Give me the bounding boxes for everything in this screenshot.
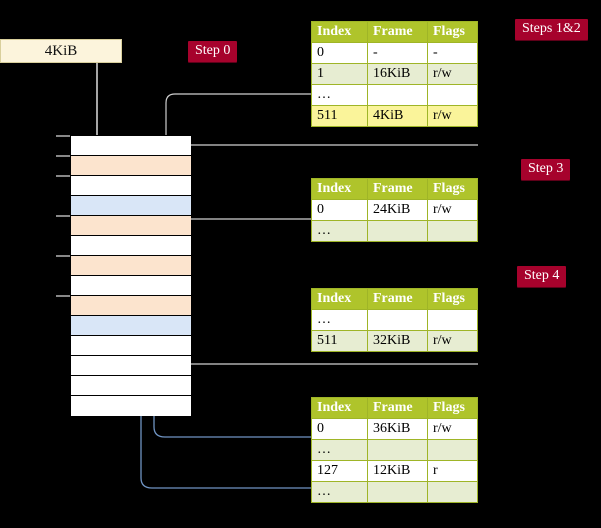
cell-index: … xyxy=(311,220,368,242)
table-row[interactable]: … xyxy=(311,84,478,106)
column-header: Index xyxy=(311,21,368,43)
memory-tick xyxy=(56,155,70,157)
cell-flags: r/w xyxy=(427,105,478,127)
cell-frame: 12KiB xyxy=(367,460,428,482)
memory-frame-row xyxy=(71,216,191,236)
cell-index: 0 xyxy=(311,418,368,440)
table-row[interactable]: … xyxy=(311,481,478,503)
cell-flags: r/w xyxy=(427,330,478,352)
badge-label: Steps 1&2 xyxy=(522,21,581,36)
source-frame-box: 4KiB xyxy=(0,39,122,63)
memory-frame-row xyxy=(71,356,191,376)
memory-frame-row xyxy=(71,136,191,156)
memory-frame-row xyxy=(71,396,191,416)
badge-step-4: Step 4 xyxy=(517,266,567,287)
column-header: Frame xyxy=(367,21,428,43)
cell-index: 127 xyxy=(311,460,368,482)
memory-frame-row xyxy=(71,376,191,396)
table-row[interactable]: … xyxy=(311,309,478,331)
table-row[interactable]: … xyxy=(311,439,478,461)
cell-index: 0 xyxy=(311,42,368,64)
column-header: Index xyxy=(311,178,368,200)
cell-index: … xyxy=(311,439,368,461)
memory-tick xyxy=(56,295,70,297)
table-row[interactable]: … xyxy=(311,220,478,242)
cell-index: … xyxy=(311,84,368,106)
badge-label: Step 4 xyxy=(524,268,560,283)
cell-frame xyxy=(367,439,428,461)
cell-flags: r/w xyxy=(427,199,478,221)
cell-flags xyxy=(427,220,478,242)
column-header: Index xyxy=(311,397,368,419)
badge-step-0: Step 0 xyxy=(188,41,238,62)
memory-frame-row xyxy=(71,336,191,356)
column-header: Flags xyxy=(427,397,478,419)
memory-tick xyxy=(56,215,70,217)
cell-frame xyxy=(367,481,428,503)
source-frame-label: 4KiB xyxy=(44,43,78,59)
cell-index: 511 xyxy=(311,105,368,127)
cell-flags: r xyxy=(427,460,478,482)
cell-flags: r/w xyxy=(427,63,478,85)
column-header: Flags xyxy=(427,21,478,43)
cell-frame: 16KiB xyxy=(367,63,428,85)
memory-frame-row xyxy=(71,256,191,276)
column-header: Flags xyxy=(427,288,478,310)
cell-index: … xyxy=(311,309,368,331)
cell-flags xyxy=(427,309,478,331)
memory-tick xyxy=(56,175,70,177)
column-header: Frame xyxy=(367,397,428,419)
badge-label: Step 0 xyxy=(195,43,231,58)
badge-step-3: Step 3 xyxy=(521,159,571,180)
cell-frame: 36KiB xyxy=(367,418,428,440)
cell-flags xyxy=(427,84,478,106)
cell-frame: 4KiB xyxy=(367,105,428,127)
cell-frame: 24KiB xyxy=(367,199,428,221)
cell-flags: r/w xyxy=(427,418,478,440)
column-header: Index xyxy=(311,288,368,310)
badge-label: Step 3 xyxy=(528,161,564,176)
memory-frame-row xyxy=(71,176,191,196)
cell-frame xyxy=(367,220,428,242)
memory-tick xyxy=(56,255,70,257)
memory-frame-row xyxy=(71,236,191,256)
memory-frame-row xyxy=(71,316,191,336)
cell-frame xyxy=(367,84,428,106)
connector-steps12-a xyxy=(165,144,478,157)
cell-index: 0 xyxy=(311,199,368,221)
memory-frame-row xyxy=(71,156,191,176)
cell-flags: - xyxy=(427,42,478,64)
badge-steps-1-2: Steps 1&2 xyxy=(515,19,588,40)
cell-flags xyxy=(427,439,478,461)
memory-frame-row xyxy=(71,196,191,216)
column-header: Frame xyxy=(367,288,428,310)
physical-memory-bar xyxy=(70,135,191,416)
column-header: Flags xyxy=(427,178,478,200)
cell-frame xyxy=(367,309,428,331)
column-header: Frame xyxy=(367,178,428,200)
table-row[interactable]: 0-- xyxy=(311,42,478,64)
cell-index: 511 xyxy=(311,330,368,352)
memory-tick xyxy=(56,135,70,137)
cell-frame: - xyxy=(367,42,428,64)
memory-frame-row xyxy=(71,296,191,316)
cell-index: 1 xyxy=(311,63,368,85)
memory-frame-row xyxy=(71,276,191,296)
cell-frame: 32KiB xyxy=(367,330,428,352)
cell-flags xyxy=(427,481,478,503)
cell-index: … xyxy=(311,481,368,503)
